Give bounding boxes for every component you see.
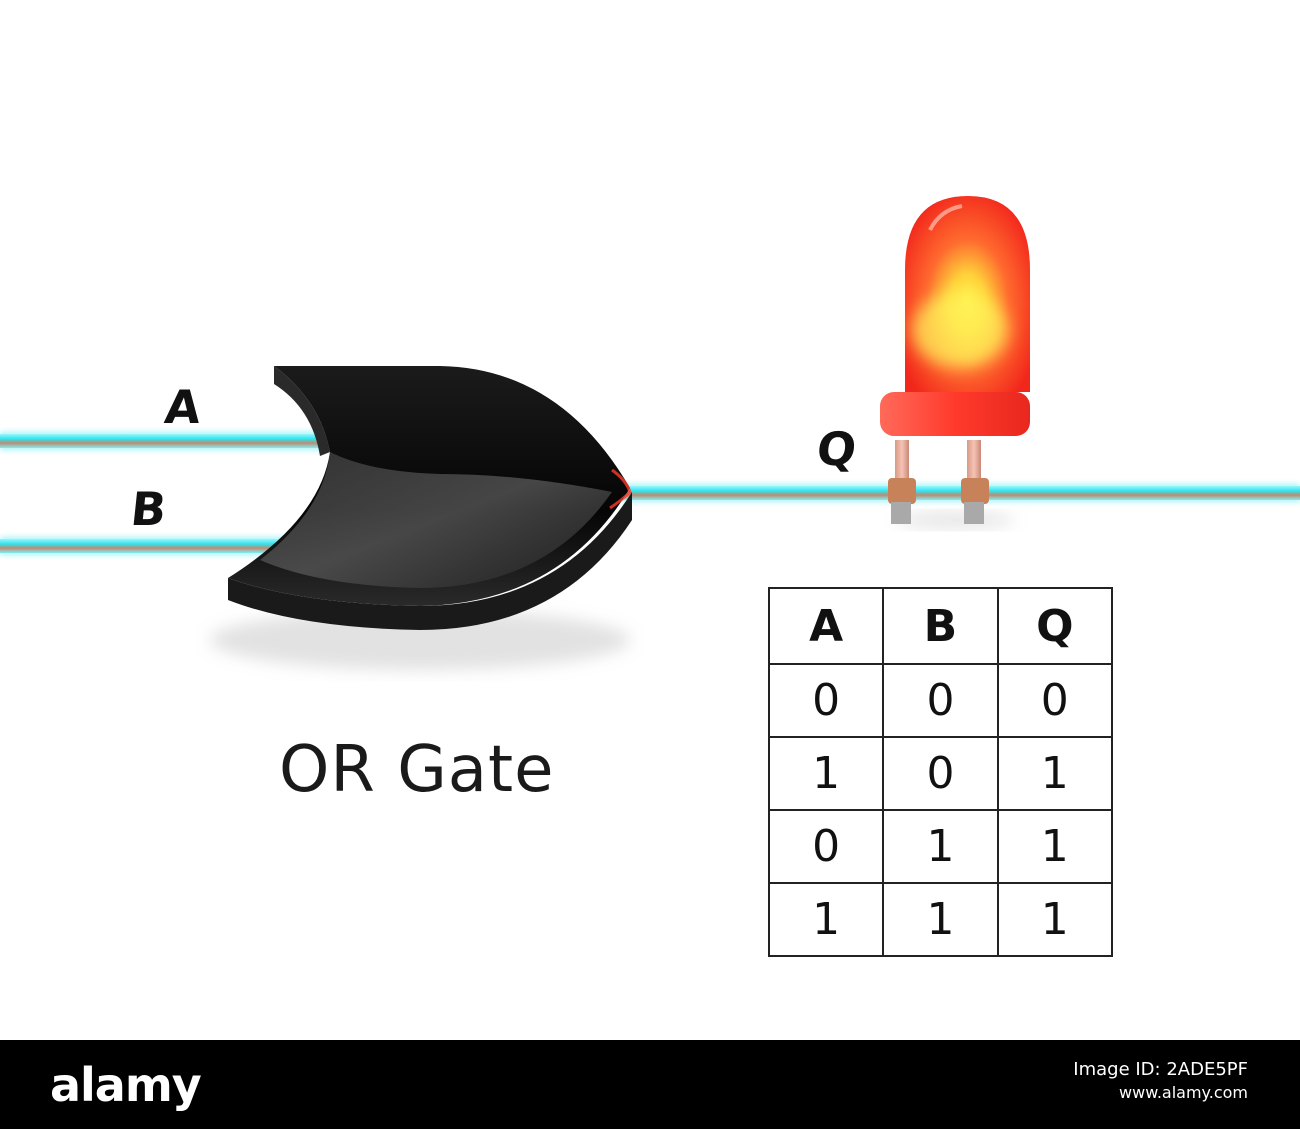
cell-a: 0 [767,809,885,884]
wire-q [620,484,1300,502]
cell-b: 0 [882,663,999,738]
output-q-label: Q [814,422,859,476]
truth-table-header-row: A B Q [767,587,1114,665]
table-row: 0 0 0 [767,663,1114,738]
cell-a: 0 [767,663,885,738]
cell-b: 0 [882,736,999,811]
input-a-label: A [162,380,204,434]
gate-shadow [210,610,630,670]
header-q: Q [996,587,1114,665]
stock-footer-bar: alamy Image ID: 2ADE5PF www.alamy.com [0,1040,1300,1129]
led-shadow [895,512,1015,528]
image-id-text: Image ID: 2ADE5PF [1073,1059,1248,1080]
cell-b: 1 [882,809,999,884]
table-row: 1 1 1 [767,882,1114,957]
alamy-logo: alamy [50,1058,202,1112]
led-bulb [880,196,1030,436]
cell-q: 1 [996,809,1114,884]
truth-table: A B Q 0 0 0 1 0 1 0 1 1 1 1 [767,587,1114,957]
cell-q: 1 [996,882,1114,957]
footer-meta: Image ID: 2ADE5PF www.alamy.com [1073,1058,1248,1104]
gate-title: OR Gate [279,733,555,807]
cell-a: 1 [767,882,885,957]
or-gate-shape [228,366,632,630]
footer-url-text: www.alamy.com [1119,1083,1248,1103]
cell-b: 1 [882,882,999,957]
cell-a: 1 [767,736,885,811]
wire-b [0,537,290,555]
wire-a [0,432,330,450]
input-b-label: B [128,482,169,536]
table-row: 1 0 1 [767,736,1114,811]
table-row: 0 1 1 [767,809,1114,884]
cell-q: 0 [996,663,1114,738]
header-b: B [882,587,999,665]
led-legs [888,440,989,524]
diagram-canvas [0,196,1300,670]
or-gate-diagram: A B Q OR Gate A B Q 0 0 0 1 0 1 0 1 [0,196,1300,957]
cell-q: 1 [996,736,1114,811]
header-a: A [767,587,885,665]
